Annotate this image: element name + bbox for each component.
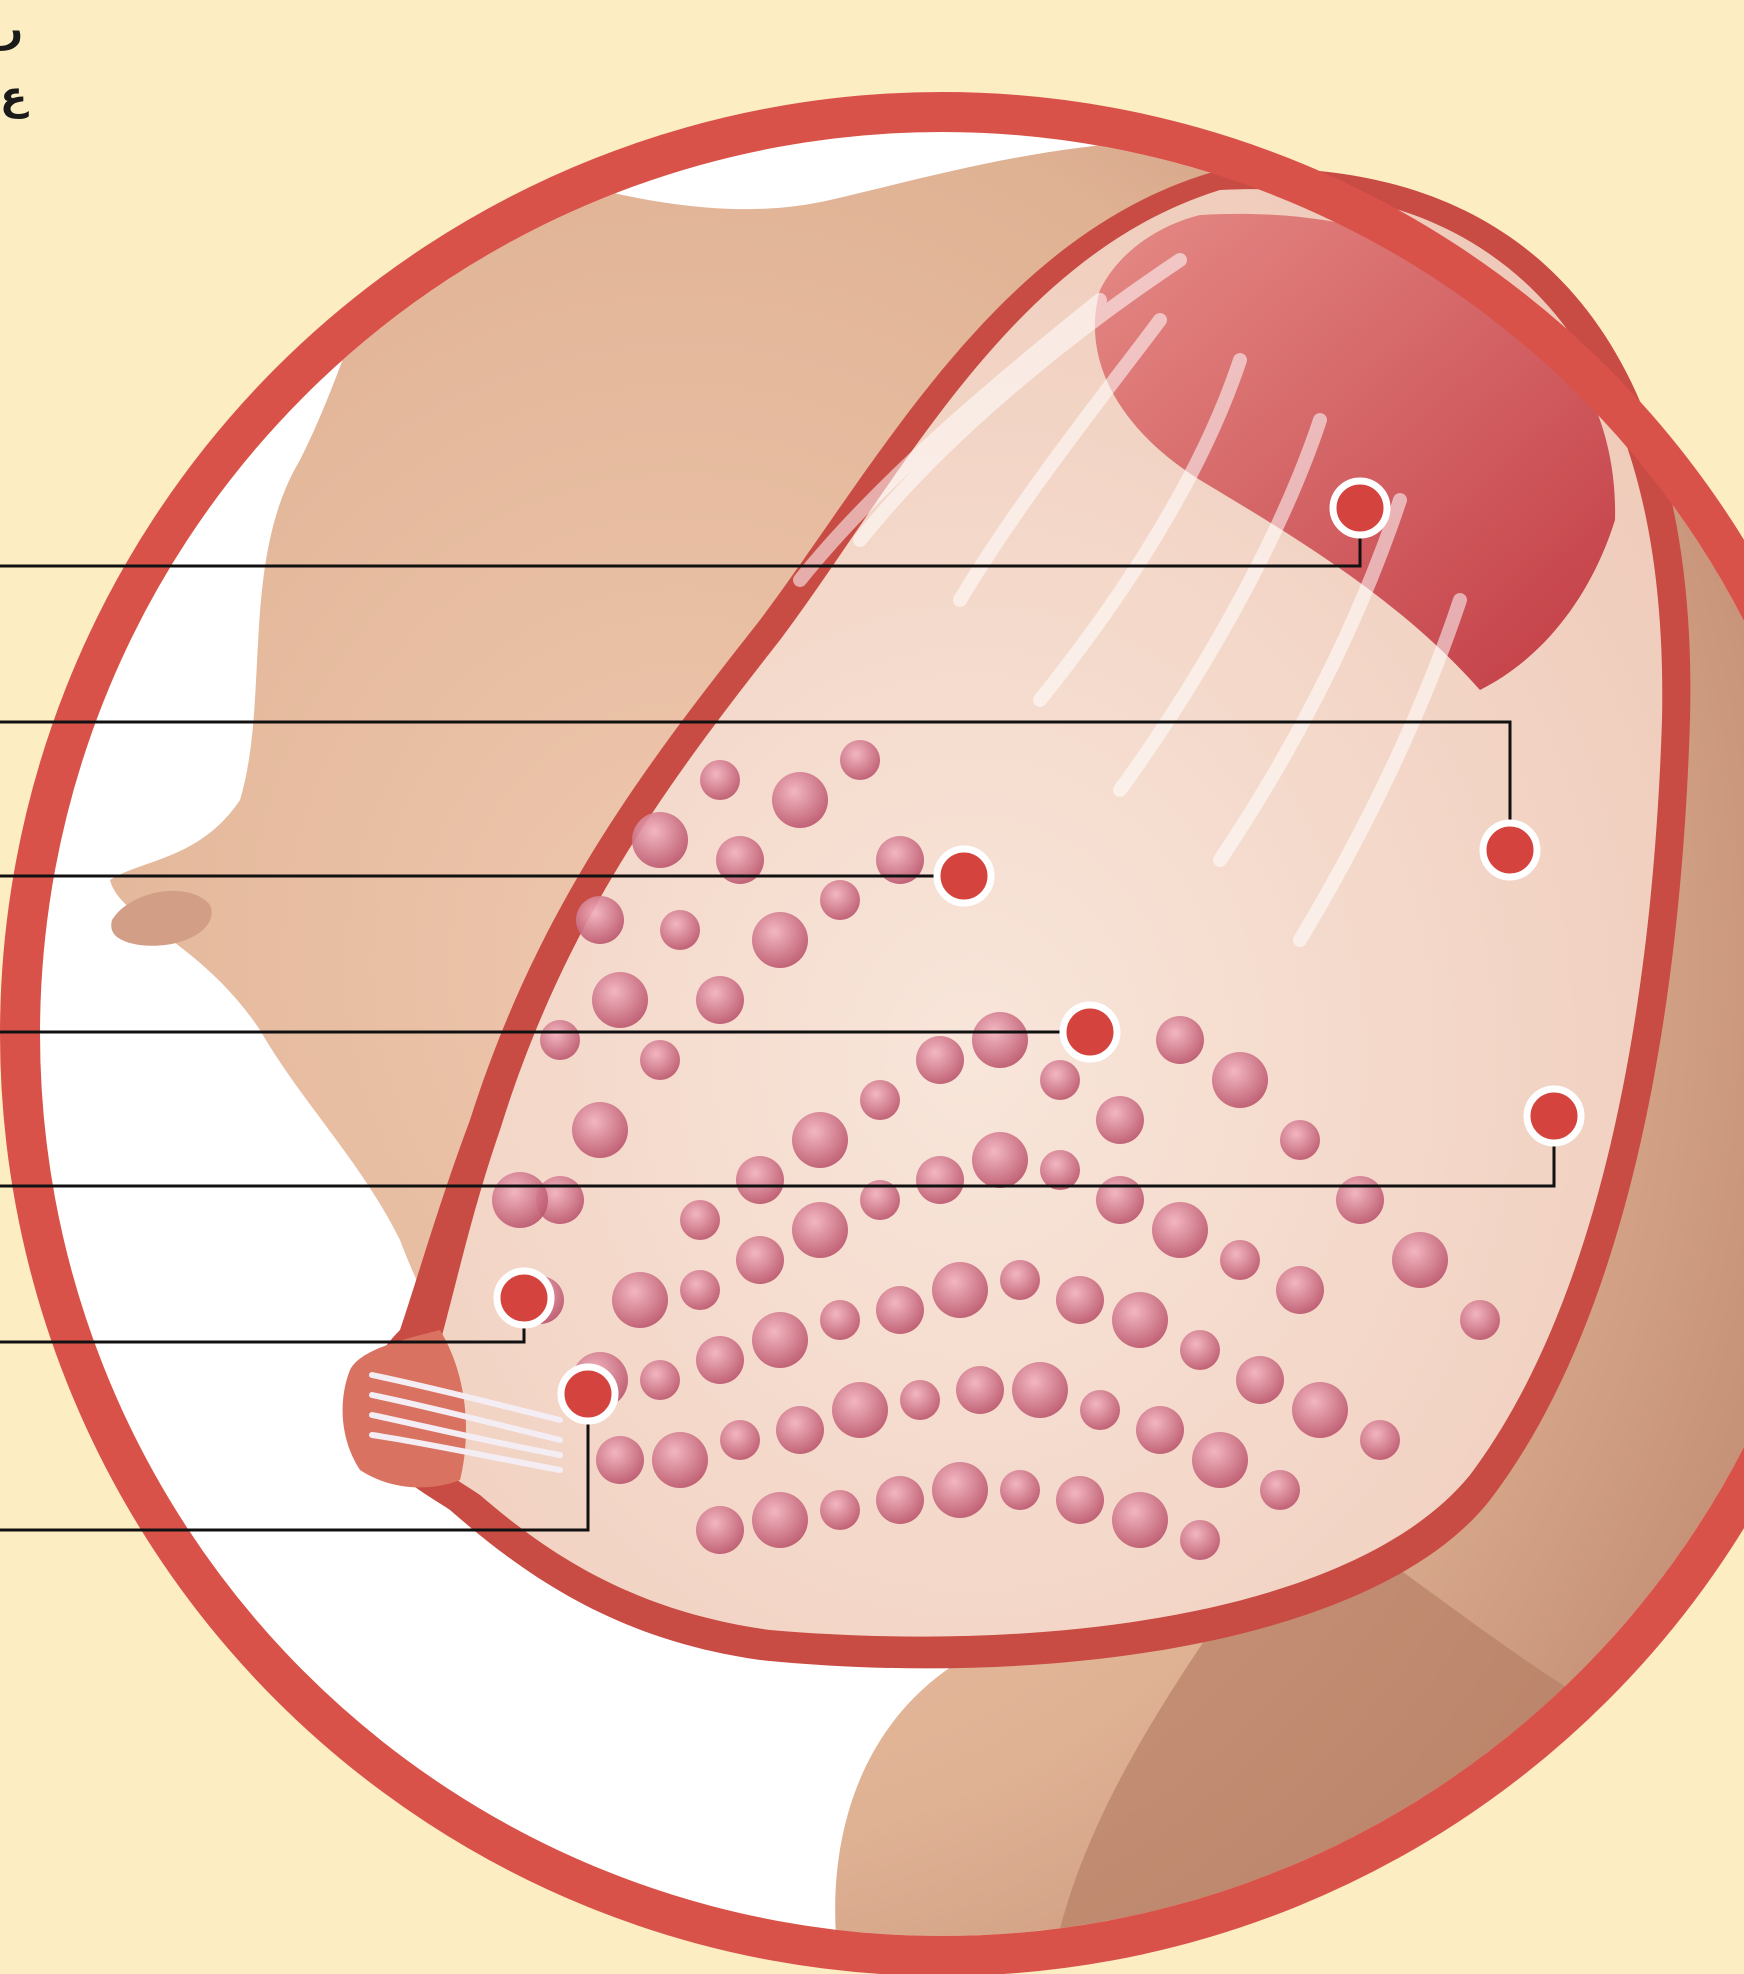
lobule (752, 1312, 808, 1368)
lobule (1212, 1052, 1268, 1108)
lobule (1276, 1266, 1324, 1314)
lobule (876, 1476, 924, 1524)
lobule (1292, 1382, 1348, 1438)
callout-marker-1[interactable] (1333, 481, 1387, 535)
lobule (576, 896, 624, 944)
callout-marker-6[interactable] (497, 1271, 551, 1325)
callout-marker-3[interactable] (937, 849, 991, 903)
lobule (1012, 1362, 1068, 1418)
lobule (776, 1406, 824, 1454)
lobule (1336, 1176, 1384, 1224)
lobule (916, 1036, 964, 1084)
lobule (720, 1420, 760, 1460)
lobule (1156, 1016, 1204, 1064)
lobule (1056, 1476, 1104, 1524)
lobule (840, 740, 880, 780)
lobule (1392, 1232, 1448, 1288)
lobule (1000, 1470, 1040, 1510)
lobule (876, 1286, 924, 1334)
lobule (640, 1360, 680, 1400)
lobule (1152, 1202, 1208, 1258)
lobule (1080, 1390, 1120, 1430)
lobule (1260, 1470, 1300, 1510)
lobule (640, 1040, 680, 1080)
lobule (1112, 1492, 1168, 1548)
lobule (1236, 1356, 1284, 1404)
lobule (696, 1506, 744, 1554)
lobule (1180, 1520, 1220, 1560)
lobule (956, 1366, 1004, 1414)
lobule (860, 1080, 900, 1120)
lobule (752, 912, 808, 968)
lobule (1360, 1420, 1400, 1460)
lobule (1000, 1260, 1040, 1300)
lobule (696, 976, 744, 1024)
lobule (652, 1432, 708, 1488)
lobule (792, 1112, 848, 1168)
lobule (612, 1272, 668, 1328)
lobule (932, 1262, 988, 1318)
lobule (540, 1020, 580, 1060)
lobule (492, 1172, 548, 1228)
lobule (832, 1382, 888, 1438)
lobule (972, 1132, 1028, 1188)
lobule (972, 1012, 1028, 1068)
lobule (1280, 1120, 1320, 1160)
lobule (752, 1492, 808, 1548)
lobule (772, 772, 828, 828)
lobule (1096, 1096, 1144, 1144)
lobule (820, 1490, 860, 1530)
lobule (680, 1270, 720, 1310)
lobule (1460, 1300, 1500, 1340)
lobule (1112, 1292, 1168, 1348)
lobule (932, 1462, 988, 1518)
lobule (1096, 1176, 1144, 1224)
lobule (1136, 1406, 1184, 1454)
lobule (792, 1202, 848, 1258)
lobule (1180, 1330, 1220, 1370)
lobule (660, 910, 700, 950)
lobule (736, 1156, 784, 1204)
lobule (900, 1380, 940, 1420)
lobule (680, 1200, 720, 1240)
callout-marker-4[interactable] (1063, 1005, 1117, 1059)
lobule (592, 972, 648, 1028)
lobule (1192, 1432, 1248, 1488)
lobule (696, 1336, 744, 1384)
callout-marker-7[interactable] (561, 1367, 615, 1421)
callout-marker-5[interactable] (1527, 1089, 1581, 1143)
lobule (572, 1102, 628, 1158)
lobule (736, 1236, 784, 1284)
lobule (1040, 1060, 1080, 1100)
lobule (632, 812, 688, 868)
lobule (700, 760, 740, 800)
callout-marker-2[interactable] (1483, 823, 1537, 877)
lobule (596, 1436, 644, 1484)
lobule (820, 1300, 860, 1340)
lobule (1056, 1276, 1104, 1324)
lobule (1220, 1240, 1260, 1280)
lobule (820, 880, 860, 920)
lobule (1040, 1150, 1080, 1190)
lobule (916, 1156, 964, 1204)
